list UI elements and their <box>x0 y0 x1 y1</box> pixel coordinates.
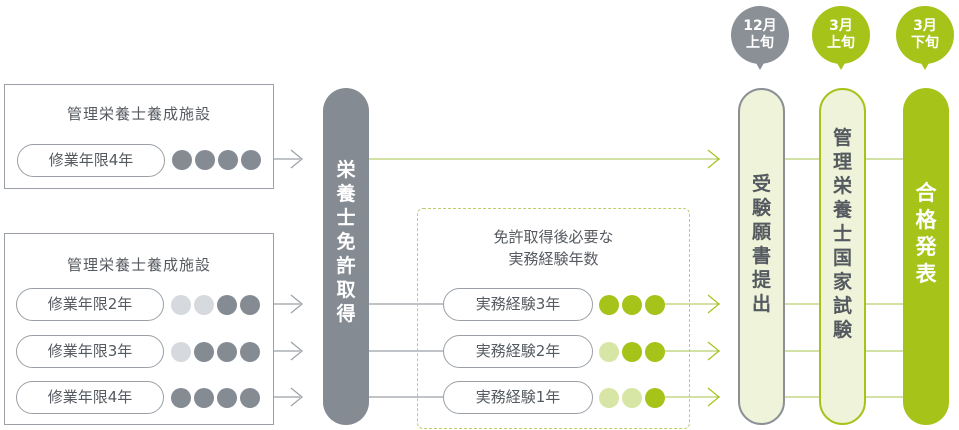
bubble-month: 3月 <box>829 18 853 34</box>
experience-dot <box>645 295 665 315</box>
vertical-char: 提 <box>751 269 771 291</box>
date-bubble: 12月 上旬 <box>731 6 789 70</box>
stage-label: 管理栄養士国家試験 <box>821 126 864 342</box>
license-bar-label: 栄養士免許取得 <box>323 158 369 326</box>
bubble-period: 下旬 <box>911 35 939 51</box>
bubble-period: 上旬 <box>746 35 774 51</box>
experience-dot <box>599 388 619 408</box>
chevron-right-icon <box>290 149 303 169</box>
experience-dot <box>622 388 642 408</box>
vertical-char: 家 <box>832 271 852 293</box>
vertical-char: 得 <box>336 303 356 325</box>
year-dot <box>171 388 191 408</box>
experience-box: 免許取得後必要な 実務経験年数 <box>417 208 690 429</box>
stage-label: 受験願書提出 <box>740 172 783 316</box>
vertical-char: 試 <box>832 295 852 317</box>
experience-dot <box>622 295 642 315</box>
course-pill: 修業年限2年 <box>16 288 164 321</box>
vertical-char: 栄 <box>336 159 356 181</box>
year-dot <box>241 150 261 170</box>
vertical-char: 格 <box>915 208 937 232</box>
stage-exam-bar: 管理栄養士国家試験 <box>819 88 866 425</box>
year-dot <box>195 150 215 170</box>
institution-title: 管理栄養士養成施設 <box>66 105 211 123</box>
bubble-month: 12月 <box>743 18 777 34</box>
bubble-month: 3月 <box>913 18 937 34</box>
year-dot <box>171 295 191 315</box>
year-dot <box>218 150 238 170</box>
chevron-right-icon <box>707 294 720 314</box>
experience-pill: 実務経験1年 <box>443 381 593 414</box>
vertical-char: 管 <box>832 127 852 149</box>
bubble-tail <box>752 56 768 70</box>
institution-title: 管理栄養士養成施設 <box>66 256 211 274</box>
vertical-char: 士 <box>336 207 356 229</box>
year-dot <box>217 342 237 362</box>
vertical-char: 許 <box>336 255 356 277</box>
experience-dot <box>645 342 665 362</box>
year-dot <box>171 342 191 362</box>
stage-result-bar: 合格発表 <box>903 88 949 425</box>
institution-box-top: 管理栄養士養成施設 修業年限4年 <box>4 84 274 189</box>
vertical-char: 験 <box>832 319 852 341</box>
date-bubble: 3月 下旬 <box>896 6 954 70</box>
course-pill: 修業年限4年 <box>16 381 164 414</box>
vertical-char: 書 <box>751 245 771 267</box>
year-dot <box>194 388 214 408</box>
bubble-period: 上旬 <box>827 35 855 51</box>
vertical-char: 理 <box>832 151 852 173</box>
experience-pill: 実務経験3年 <box>443 288 593 321</box>
date-bubble: 3月 上旬 <box>812 6 870 70</box>
stage-label: 合格発表 <box>903 180 949 288</box>
vertical-char: 国 <box>832 247 852 269</box>
year-dot <box>217 295 237 315</box>
vertical-char: 出 <box>751 293 771 315</box>
vertical-char: 験 <box>751 197 771 219</box>
year-dot <box>240 388 260 408</box>
experience-dot <box>599 342 619 362</box>
bubble-tail <box>833 56 849 70</box>
chevron-right-icon <box>707 387 720 407</box>
vertical-char: 栄 <box>832 175 852 197</box>
vertical-char: 士 <box>832 223 852 245</box>
chevron-right-icon <box>290 294 303 314</box>
vertical-char: 願 <box>751 221 771 243</box>
vertical-char: 表 <box>915 262 937 286</box>
year-dot <box>240 342 260 362</box>
experience-dot <box>645 388 665 408</box>
chevron-right-icon <box>707 341 720 361</box>
year-dot <box>194 342 214 362</box>
experience-pill: 実務経験2年 <box>443 335 593 368</box>
chevron-right-icon <box>290 341 303 361</box>
vertical-char: 取 <box>336 279 356 301</box>
vertical-char: 養 <box>832 199 852 221</box>
experience-dot <box>622 342 642 362</box>
year-dot <box>194 295 214 315</box>
experience-dot <box>599 295 619 315</box>
vertical-char: 免 <box>336 231 356 253</box>
experience-title: 免許取得後必要な <box>493 228 614 246</box>
vertical-char: 受 <box>751 173 771 195</box>
year-dot <box>217 388 237 408</box>
vertical-char: 合 <box>915 181 937 205</box>
course-pill: 修業年限4年 <box>17 144 165 177</box>
chevron-right-icon <box>290 387 303 407</box>
vertical-char: 発 <box>915 235 937 259</box>
chevron-right-icon <box>707 149 720 169</box>
year-dot <box>172 150 192 170</box>
course-pill: 修業年限3年 <box>16 335 164 368</box>
bubble-tail <box>917 56 933 70</box>
license-bar: 栄養士免許取得 <box>323 88 369 425</box>
experience-title: 実務経験年数 <box>508 250 599 268</box>
year-dot <box>240 295 260 315</box>
vertical-char: 養 <box>336 183 356 205</box>
stage-application-bar: 受験願書提出 <box>738 88 785 425</box>
